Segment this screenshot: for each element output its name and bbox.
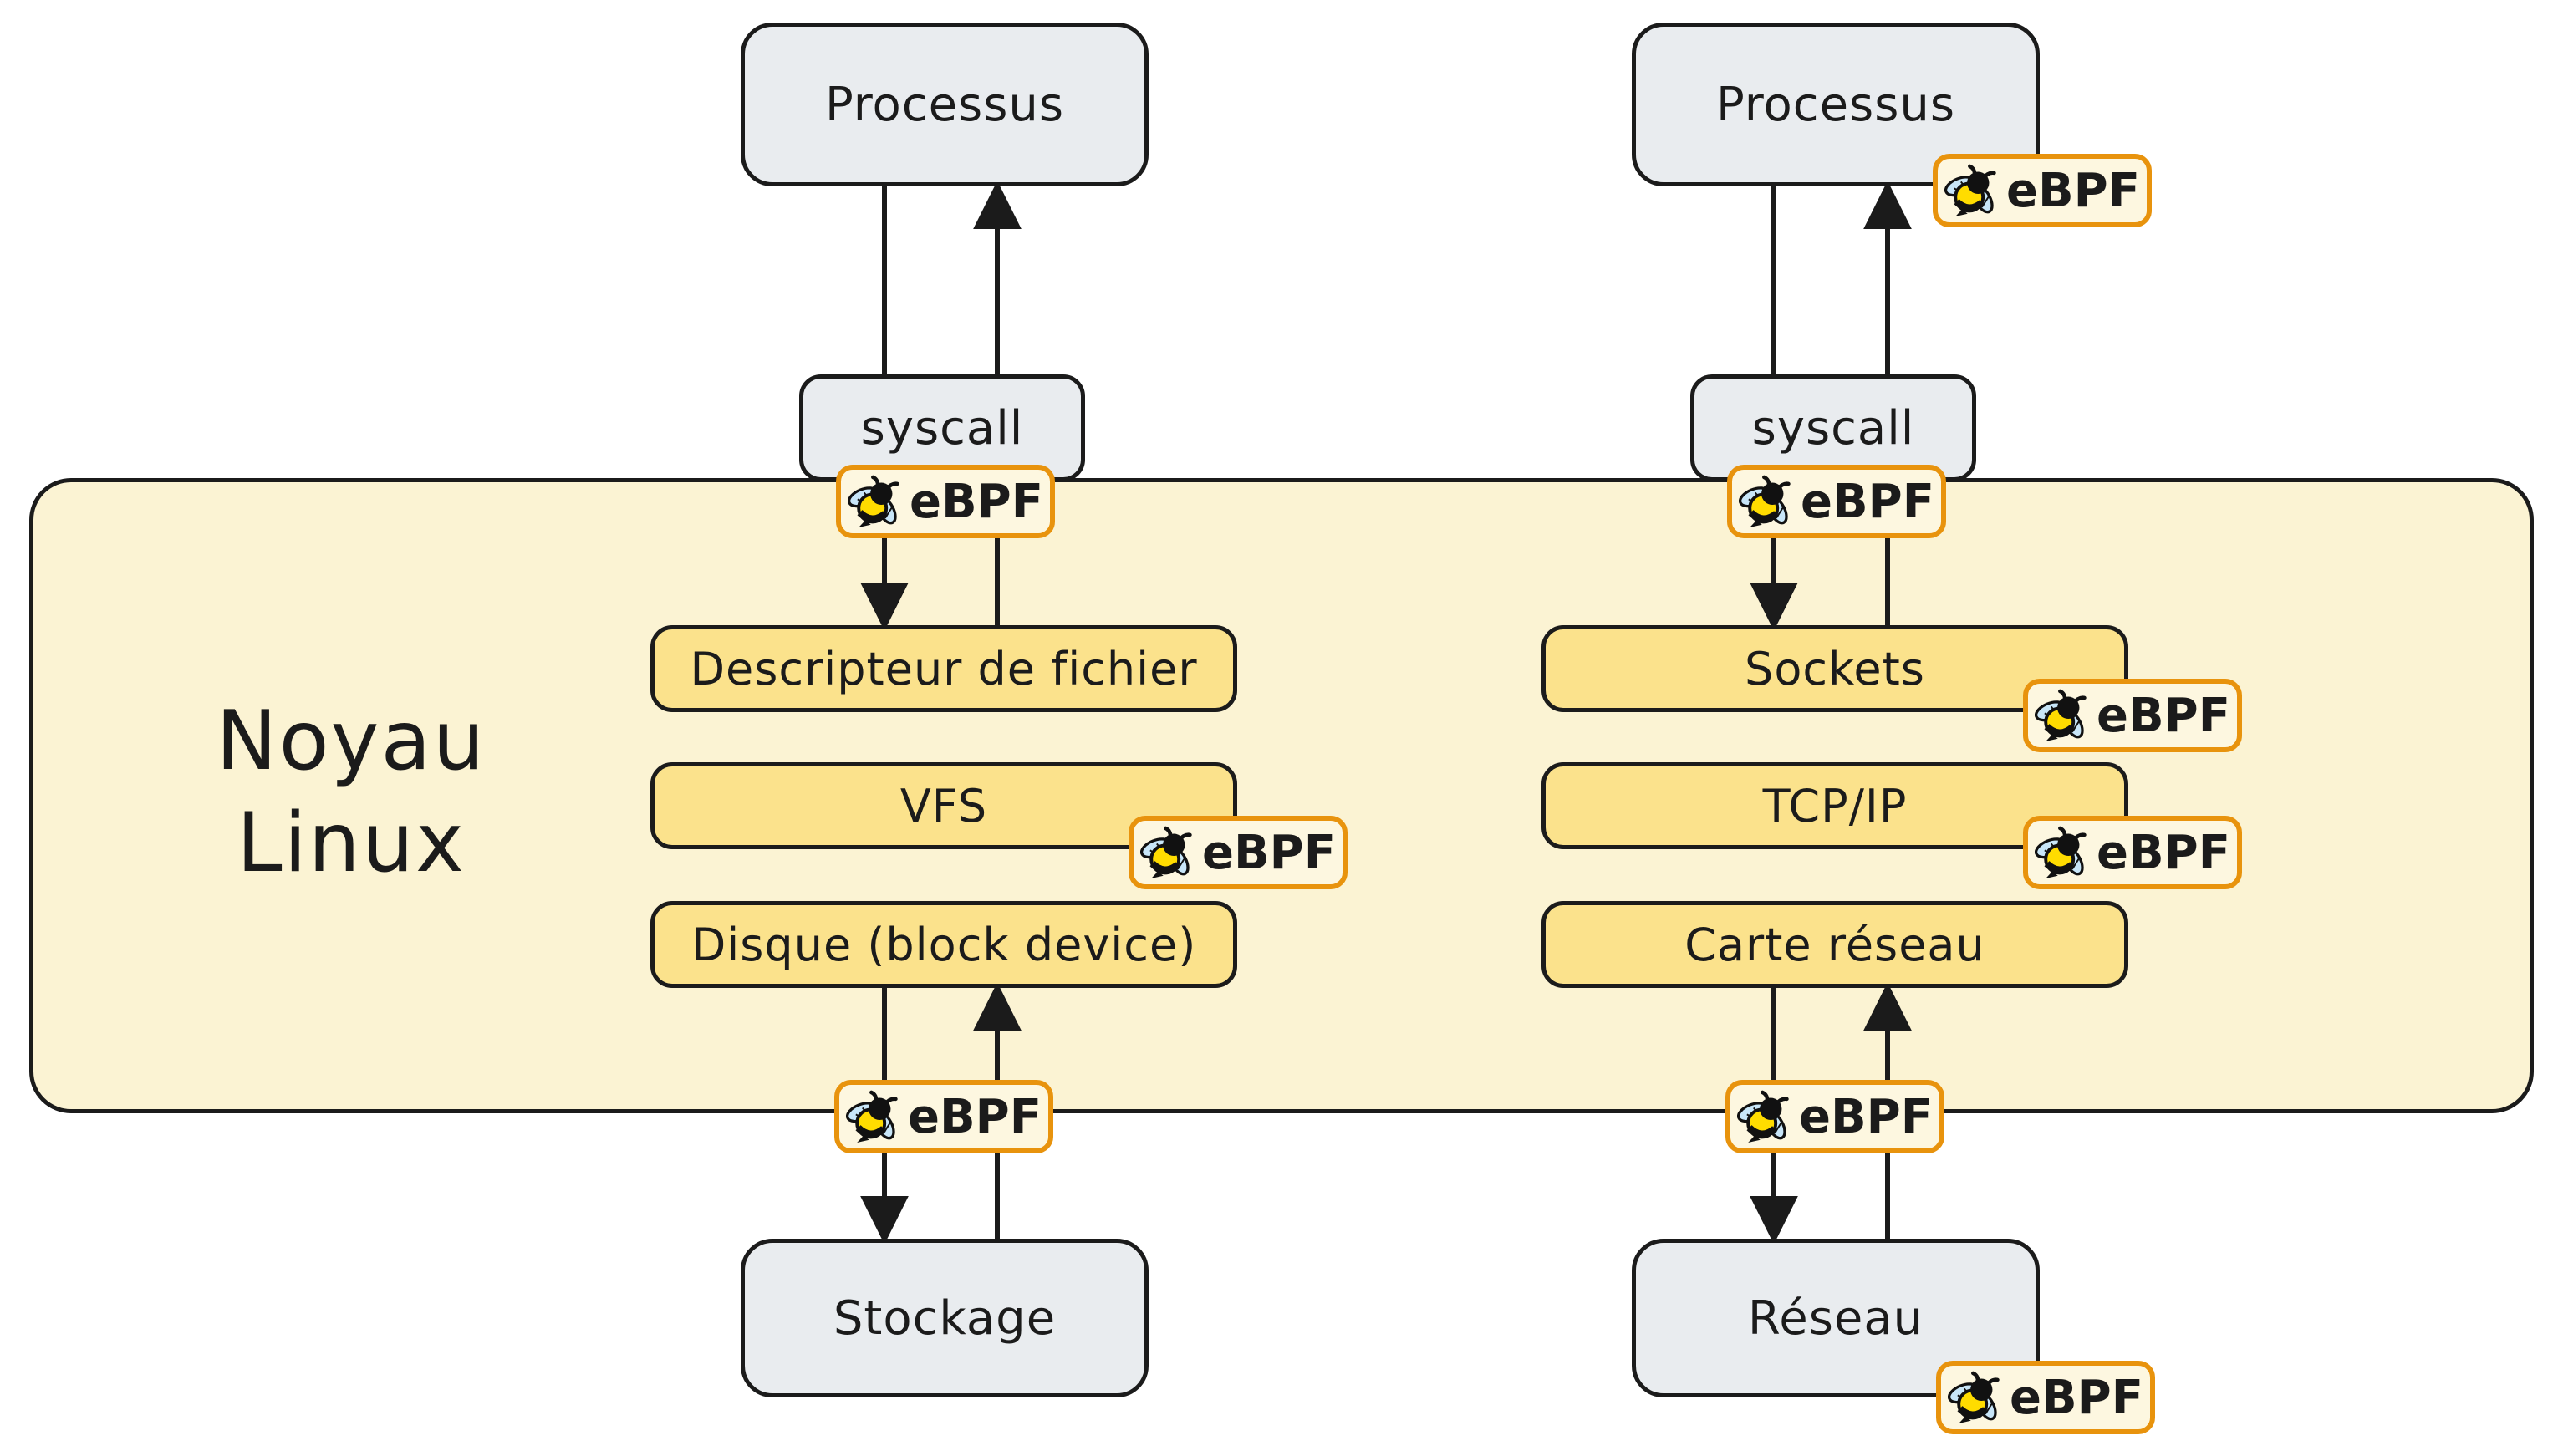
node-label: Sockets bbox=[1745, 642, 1925, 695]
ebpf-badge-network: eBPF bbox=[1936, 1361, 2155, 1434]
bee-icon bbox=[846, 1090, 898, 1143]
node-file-descriptor: Descripteur de fichier bbox=[650, 625, 1237, 712]
ebpf-badge-label: eBPF bbox=[2097, 688, 2230, 743]
bee-icon bbox=[1739, 475, 1791, 528]
arrow-head-down bbox=[1750, 1196, 1798, 1245]
bee-icon bbox=[1948, 1371, 2000, 1424]
node-vfs: VFS bbox=[650, 762, 1237, 849]
node-label: syscall bbox=[860, 400, 1024, 456]
node-label: syscall bbox=[1751, 400, 1915, 456]
node-label: TCP/IP bbox=[1762, 779, 1908, 832]
node-disk: Disque (block device) bbox=[650, 901, 1237, 988]
ebpf-badge-label: eBPF bbox=[2097, 825, 2230, 880]
ebpf-badge-label: eBPF bbox=[2010, 1370, 2143, 1425]
ebpf-badge-kernel-left: eBPF bbox=[834, 1080, 1053, 1153]
bee-icon bbox=[2035, 689, 2087, 742]
ebpf-badge-sockets: eBPF bbox=[2023, 679, 2242, 752]
node-label: Descripteur de fichier bbox=[690, 642, 1198, 695]
arrow-head-down bbox=[860, 1196, 909, 1245]
node-label: Stockage bbox=[833, 1291, 1057, 1346]
ebpf-badge-syscall-left: eBPF bbox=[836, 465, 1055, 538]
node-label: Carte réseau bbox=[1684, 918, 1985, 971]
bee-icon bbox=[1737, 1090, 1789, 1143]
ebpf-badge-label: eBPF bbox=[1801, 474, 1934, 529]
node-label: Processus bbox=[824, 77, 1065, 132]
node-processus-left: Processus bbox=[741, 23, 1149, 186]
node-syscall-left: syscall bbox=[799, 374, 1085, 481]
ebpf-badge-label: eBPF bbox=[1799, 1089, 1933, 1144]
ebpf-badge-syscall-right: eBPF bbox=[1727, 465, 1946, 538]
node-label: Réseau bbox=[1747, 1291, 1924, 1346]
node-network-card: Carte réseau bbox=[1541, 901, 2128, 988]
ebpf-badge-label: eBPF bbox=[1202, 825, 1336, 880]
node-tcpip: TCP/IP bbox=[1541, 762, 2128, 849]
arrow-head-up bbox=[1863, 181, 1912, 229]
ebpf-badge-processus-right: eBPF bbox=[1933, 154, 2152, 227]
ebpf-badge-tcpip: eBPF bbox=[2023, 816, 2242, 889]
ebpf-badge-kernel-right: eBPF bbox=[1725, 1080, 1944, 1153]
node-label: Processus bbox=[1715, 77, 1956, 132]
ebpf-badge-vfs: eBPF bbox=[1129, 816, 1348, 889]
kernel-label-line1: Noyau bbox=[216, 694, 487, 789]
arrow-head-up bbox=[973, 181, 1022, 229]
node-label: VFS bbox=[899, 779, 988, 832]
bee-icon bbox=[848, 475, 899, 528]
bee-icon bbox=[1944, 164, 1996, 217]
node-label: Disque (block device) bbox=[690, 918, 1197, 971]
ebpf-badge-label: eBPF bbox=[908, 1089, 1042, 1144]
bee-icon bbox=[2035, 826, 2087, 879]
node-storage: Stockage bbox=[741, 1239, 1149, 1397]
ebpf-badge-label: eBPF bbox=[910, 474, 1043, 529]
kernel-label: Noyau Linux bbox=[150, 690, 552, 894]
kernel-label-line2: Linux bbox=[236, 796, 466, 891]
ebpf-badge-label: eBPF bbox=[2006, 163, 2140, 218]
bee-icon bbox=[1140, 826, 1192, 879]
